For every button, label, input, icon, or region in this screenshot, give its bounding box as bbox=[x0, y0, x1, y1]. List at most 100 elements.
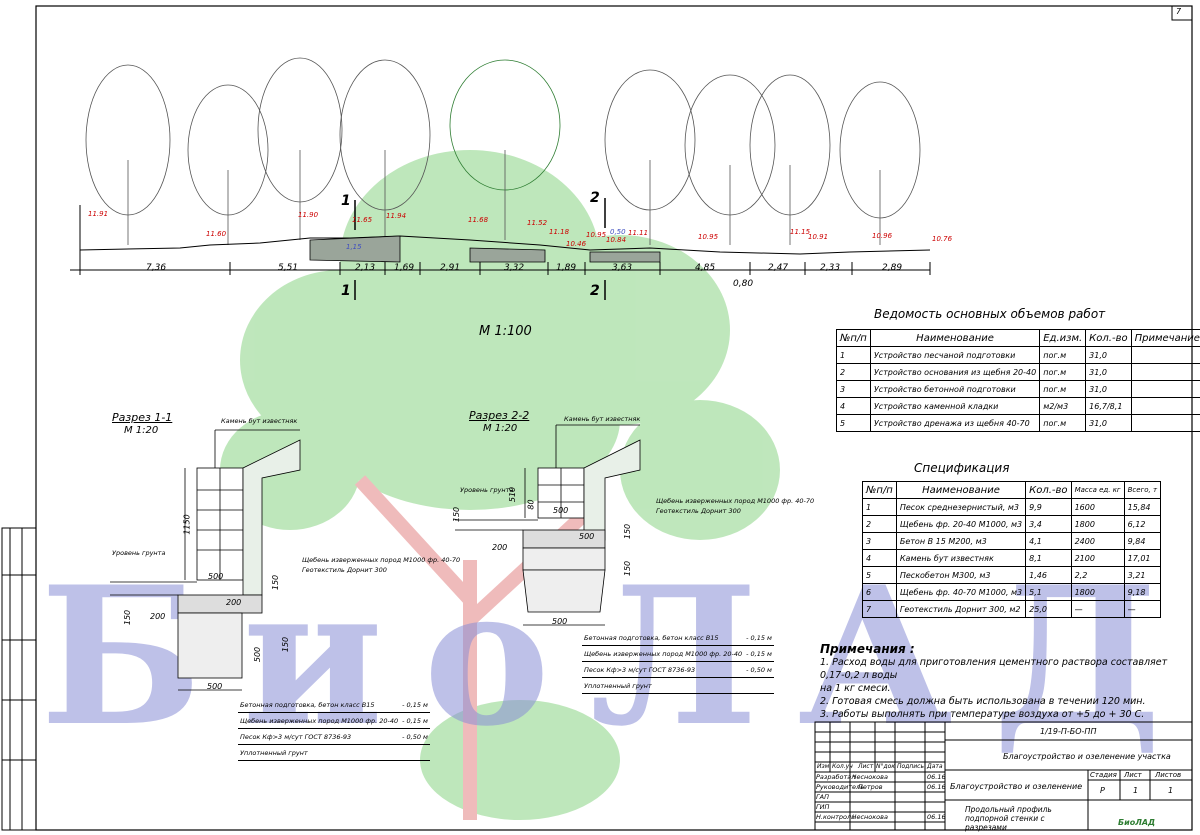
retaining-wall-profile bbox=[589, 251, 661, 263]
legend-row: Бетонная подготовка, бетон класс В15- 0,… bbox=[238, 697, 430, 713]
stamp-stage-header: Стадия bbox=[1090, 771, 1117, 779]
legend-row: Уплотненный грунт bbox=[582, 677, 774, 694]
sand-base bbox=[522, 569, 606, 613]
section2-scale: М 1:20 bbox=[483, 423, 518, 434]
elevation-label: 11.94 bbox=[386, 212, 407, 220]
tree-icon bbox=[339, 59, 431, 240]
cut-mark-label: 2 bbox=[590, 190, 600, 206]
elevation-label: 11.91 bbox=[88, 210, 109, 218]
elevation-label: 11.90 bbox=[298, 211, 319, 219]
works-table: №п/п Наименование Ед.изм. Кол.-во Примеч… bbox=[836, 329, 1200, 432]
spec-title: Спецификация bbox=[914, 461, 1010, 475]
stamp-role: Н.контроль bbox=[816, 813, 855, 821]
stamp-stage-value: 1 bbox=[1168, 786, 1174, 795]
elevation-label: 11.65 bbox=[352, 216, 373, 224]
tree-icon bbox=[839, 81, 921, 245]
watermark-tree-icon bbox=[220, 150, 780, 820]
tree-icon bbox=[85, 64, 171, 245]
section1-dim: 500 bbox=[208, 572, 224, 581]
elevation-label: 11.68 bbox=[468, 216, 489, 224]
stamp-col-header: Изм. bbox=[817, 763, 832, 770]
section1-dim: 500 bbox=[207, 682, 223, 691]
tree-icon bbox=[187, 84, 269, 245]
section2-gravel-label: Щебень изверженных пород М1000 фр. 40-70 bbox=[656, 497, 815, 505]
segment-dimension: 3,63 bbox=[612, 263, 633, 273]
spec-table: №п/п Наименование Кол.-во Масса ед. кг В… bbox=[862, 481, 1162, 618]
segment-dimension: 7,36 bbox=[146, 263, 167, 273]
stamp-date: 06.16 bbox=[927, 773, 946, 781]
note-item: 2. Готовая смесь должна быть использован… bbox=[820, 696, 1146, 707]
stamp-person: Чеснокова bbox=[852, 773, 888, 781]
dim-ticks bbox=[79, 205, 931, 275]
segment-dimension: 1,89 bbox=[556, 263, 577, 273]
stamp-role: ГИП bbox=[816, 803, 830, 811]
stamp-stage-header: Лист bbox=[1124, 771, 1142, 779]
elevation-label: 10.95 bbox=[586, 231, 607, 239]
notes-block: Примечания : 1. Расход воды для приготов… bbox=[820, 643, 1180, 721]
elevation-label: 11.11 bbox=[628, 229, 649, 237]
legend-row: Уплотненный грунт bbox=[238, 744, 430, 761]
section1-geotextile-label: Геотекстиль Дорнит 300 bbox=[302, 566, 387, 574]
profile-scale: М 1:100 bbox=[479, 324, 532, 339]
section2-title: Разрез 2-2 bbox=[469, 409, 530, 422]
legend-row: Песок Кф>3 м/сут ГОСТ 8736-93- 0,50 м bbox=[582, 661, 774, 678]
sheet-number: 7 bbox=[1176, 7, 1182, 16]
section1-dim: 200 bbox=[150, 612, 166, 621]
stamp-frame bbox=[814, 721, 1193, 831]
elevation-label: 11.60 bbox=[206, 230, 227, 238]
stamp-date: 06.16 bbox=[927, 783, 946, 791]
stamp-section: Благоустройство и озеленение bbox=[950, 782, 1083, 791]
stamp-logo: БиоЛАД bbox=[1118, 818, 1156, 827]
section2-dim: 500 bbox=[579, 532, 595, 541]
section2-legend: Бетонная подготовка, бетон класс В15- 0,… bbox=[582, 630, 774, 694]
section1-ground-label: Уровень грунта bbox=[112, 549, 166, 557]
segment-dimension: 1,69 bbox=[394, 263, 415, 273]
note-item: на 1 кг смеси. bbox=[820, 683, 891, 694]
stamp-sheet-title: Продольный профиль подпорной стенки с ра… bbox=[965, 805, 1052, 832]
section1-dim: 200 bbox=[226, 598, 242, 607]
stamp-col-header: Подпись bbox=[897, 763, 924, 770]
elevation-label: 11.18 bbox=[549, 228, 570, 236]
stamp-stage-value: Р bbox=[1100, 786, 1105, 795]
legend-row: Щебень изверженных пород М1000 фр. 20-40… bbox=[238, 712, 430, 729]
segment-dimension: 4,85 bbox=[695, 263, 716, 273]
section2-stone-label: Камень бут известняк bbox=[564, 415, 641, 423]
height-dimension: 0,50 bbox=[610, 228, 626, 236]
section2-dim: 500 bbox=[552, 617, 568, 626]
retaining-wall-profile bbox=[309, 235, 401, 263]
tree-icon bbox=[449, 59, 561, 240]
note-item: 3. Работы выполнять при температуре возд… bbox=[820, 709, 1145, 720]
cut-mark-label: 2 bbox=[590, 283, 600, 299]
ground-line bbox=[79, 235, 931, 255]
segment-dimension: 2,13 bbox=[355, 263, 376, 273]
elevation-label: 11.52 bbox=[527, 219, 548, 227]
sheet-number-box bbox=[1171, 5, 1193, 21]
height-dimension: 1,15 bbox=[346, 243, 362, 251]
segment-dimension: 2,47 bbox=[768, 263, 789, 273]
stone-masonry bbox=[197, 468, 243, 580]
cut-mark-label: 1 bbox=[341, 193, 351, 209]
stamp-role: Разработал bbox=[816, 773, 856, 781]
stamp-stage-header: Листов bbox=[1155, 771, 1182, 779]
works-title: Ведомость основных объемов работ bbox=[874, 307, 1106, 321]
table-header-row: №п/п Наименование Кол.-во Масса ед. кг В… bbox=[862, 481, 1162, 499]
section1-title: Разрез 1-1 bbox=[112, 411, 173, 424]
segment-dimension: 0,80 bbox=[733, 279, 754, 289]
legend-row: Песок Кф>3 м/сут ГОСТ 8736-93- 0,50 м bbox=[238, 728, 430, 745]
notes-title: Примечания : bbox=[820, 642, 915, 656]
stamp-col-header: Дата bbox=[927, 763, 943, 770]
